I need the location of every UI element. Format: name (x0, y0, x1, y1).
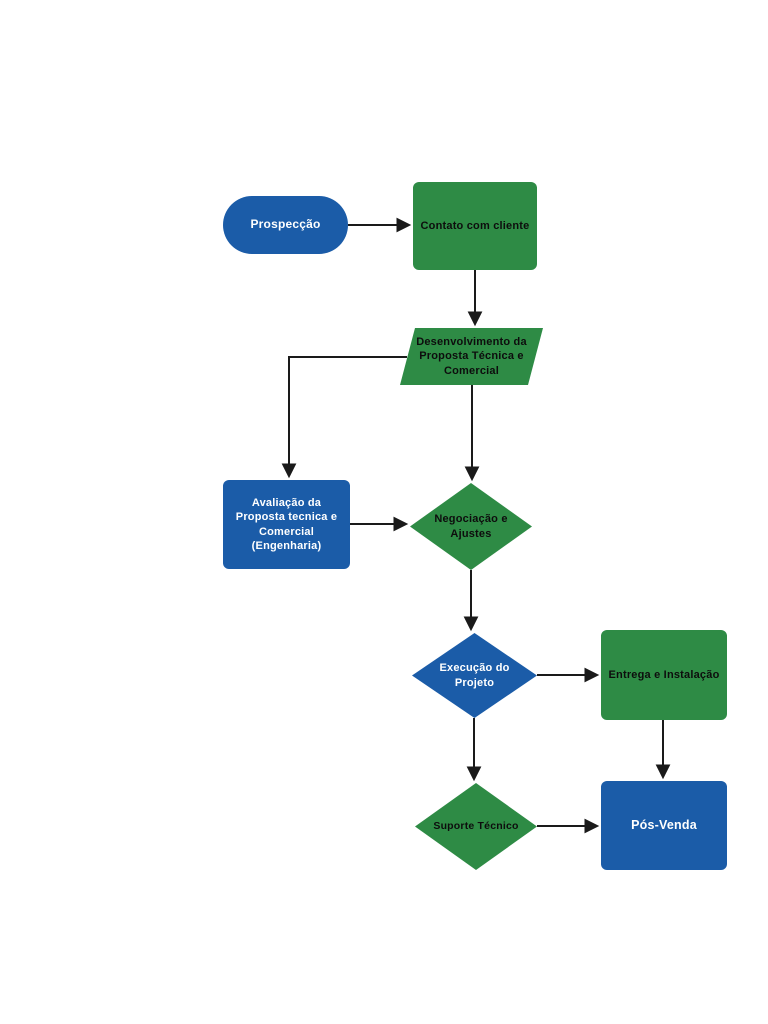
node-negociacao-e-ajustes: Negociação e Ajustes (410, 483, 532, 570)
node-prospeccao: Prospecção (223, 196, 348, 254)
node-pos-venda: Pós-Venda (601, 781, 727, 870)
node-suporte-tecnico: Suporte Técnico (415, 783, 537, 870)
node-execucao-do-projeto: Execução do Projeto (412, 633, 537, 718)
node-posvenda-label: Pós-Venda (631, 818, 697, 833)
node-entrega-label: Entrega e Instalação (608, 668, 720, 681)
node-negociacao-label: Negociação e Ajustes (434, 513, 508, 540)
node-avaliacao-label: Avaliação da Proposta tecnica e Comercia… (235, 496, 338, 552)
node-contato-com-cliente: Contato com cliente (413, 182, 537, 270)
node-entrega-e-instalacao: Entrega e Instalação (601, 630, 727, 720)
arrow-desenvolvimento-avaliacao (281, 356, 407, 479)
node-execucao-label: Execução do Projeto (439, 662, 510, 689)
node-prospeccao-label: Prospecção (250, 217, 321, 232)
node-desenvolvimento-label: Desenvolvimento da Proposta Técnica e Co… (416, 336, 527, 377)
node-avaliacao-proposta: Avaliação da Proposta tecnica e Comercia… (223, 480, 350, 569)
node-contato-label: Contato com cliente (420, 219, 530, 232)
node-suporte-label: Suporte Técnico (433, 819, 519, 832)
node-desenvolvimento-proposta: Desenvolvimento da Proposta Técnica e Co… (400, 328, 543, 385)
